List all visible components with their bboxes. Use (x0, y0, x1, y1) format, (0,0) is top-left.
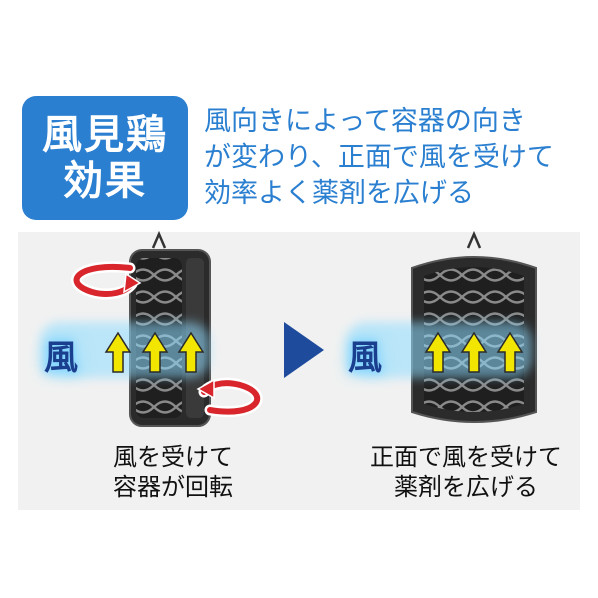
rotation-arrow-top-icon (71, 261, 142, 300)
caption-right: 正面で風を受けて 薬剤を広げる (336, 442, 596, 502)
transition-arrow-icon (284, 322, 324, 378)
caption-right-line2: 薬剤を広げる (394, 473, 538, 501)
badge-title-line2: 効果 (63, 158, 147, 204)
badge-title-line1: 風見鶏 (42, 112, 168, 158)
wind-label-right: 風 (348, 338, 382, 378)
description-line3: 効率よく薬剤を広げる (204, 178, 474, 209)
rotation-arrow-bottom-icon (196, 377, 263, 417)
caption-left-line2: 容器が回転 (113, 473, 233, 501)
description-text: 風向きによって容器の向き が変わり、正面で風を受けて 効率よく薬剤を広げる (204, 104, 584, 212)
description-line1: 風向きによって容器の向き (204, 106, 526, 137)
wind-arrows-left-icon (104, 331, 205, 373)
wind-arrows-right-icon (424, 331, 524, 373)
description-line2: が変わり、正面で風を受けて (204, 142, 554, 173)
weathervane-effect-badge: 風見鶏 効果 (22, 96, 188, 220)
wind-label-left: 風 (44, 338, 78, 378)
caption-left-line1: 風を受けて (113, 443, 233, 471)
caption-left: 風を受けて 容器が回転 (88, 442, 258, 502)
caption-right-line1: 正面で風を受けて (370, 443, 562, 471)
